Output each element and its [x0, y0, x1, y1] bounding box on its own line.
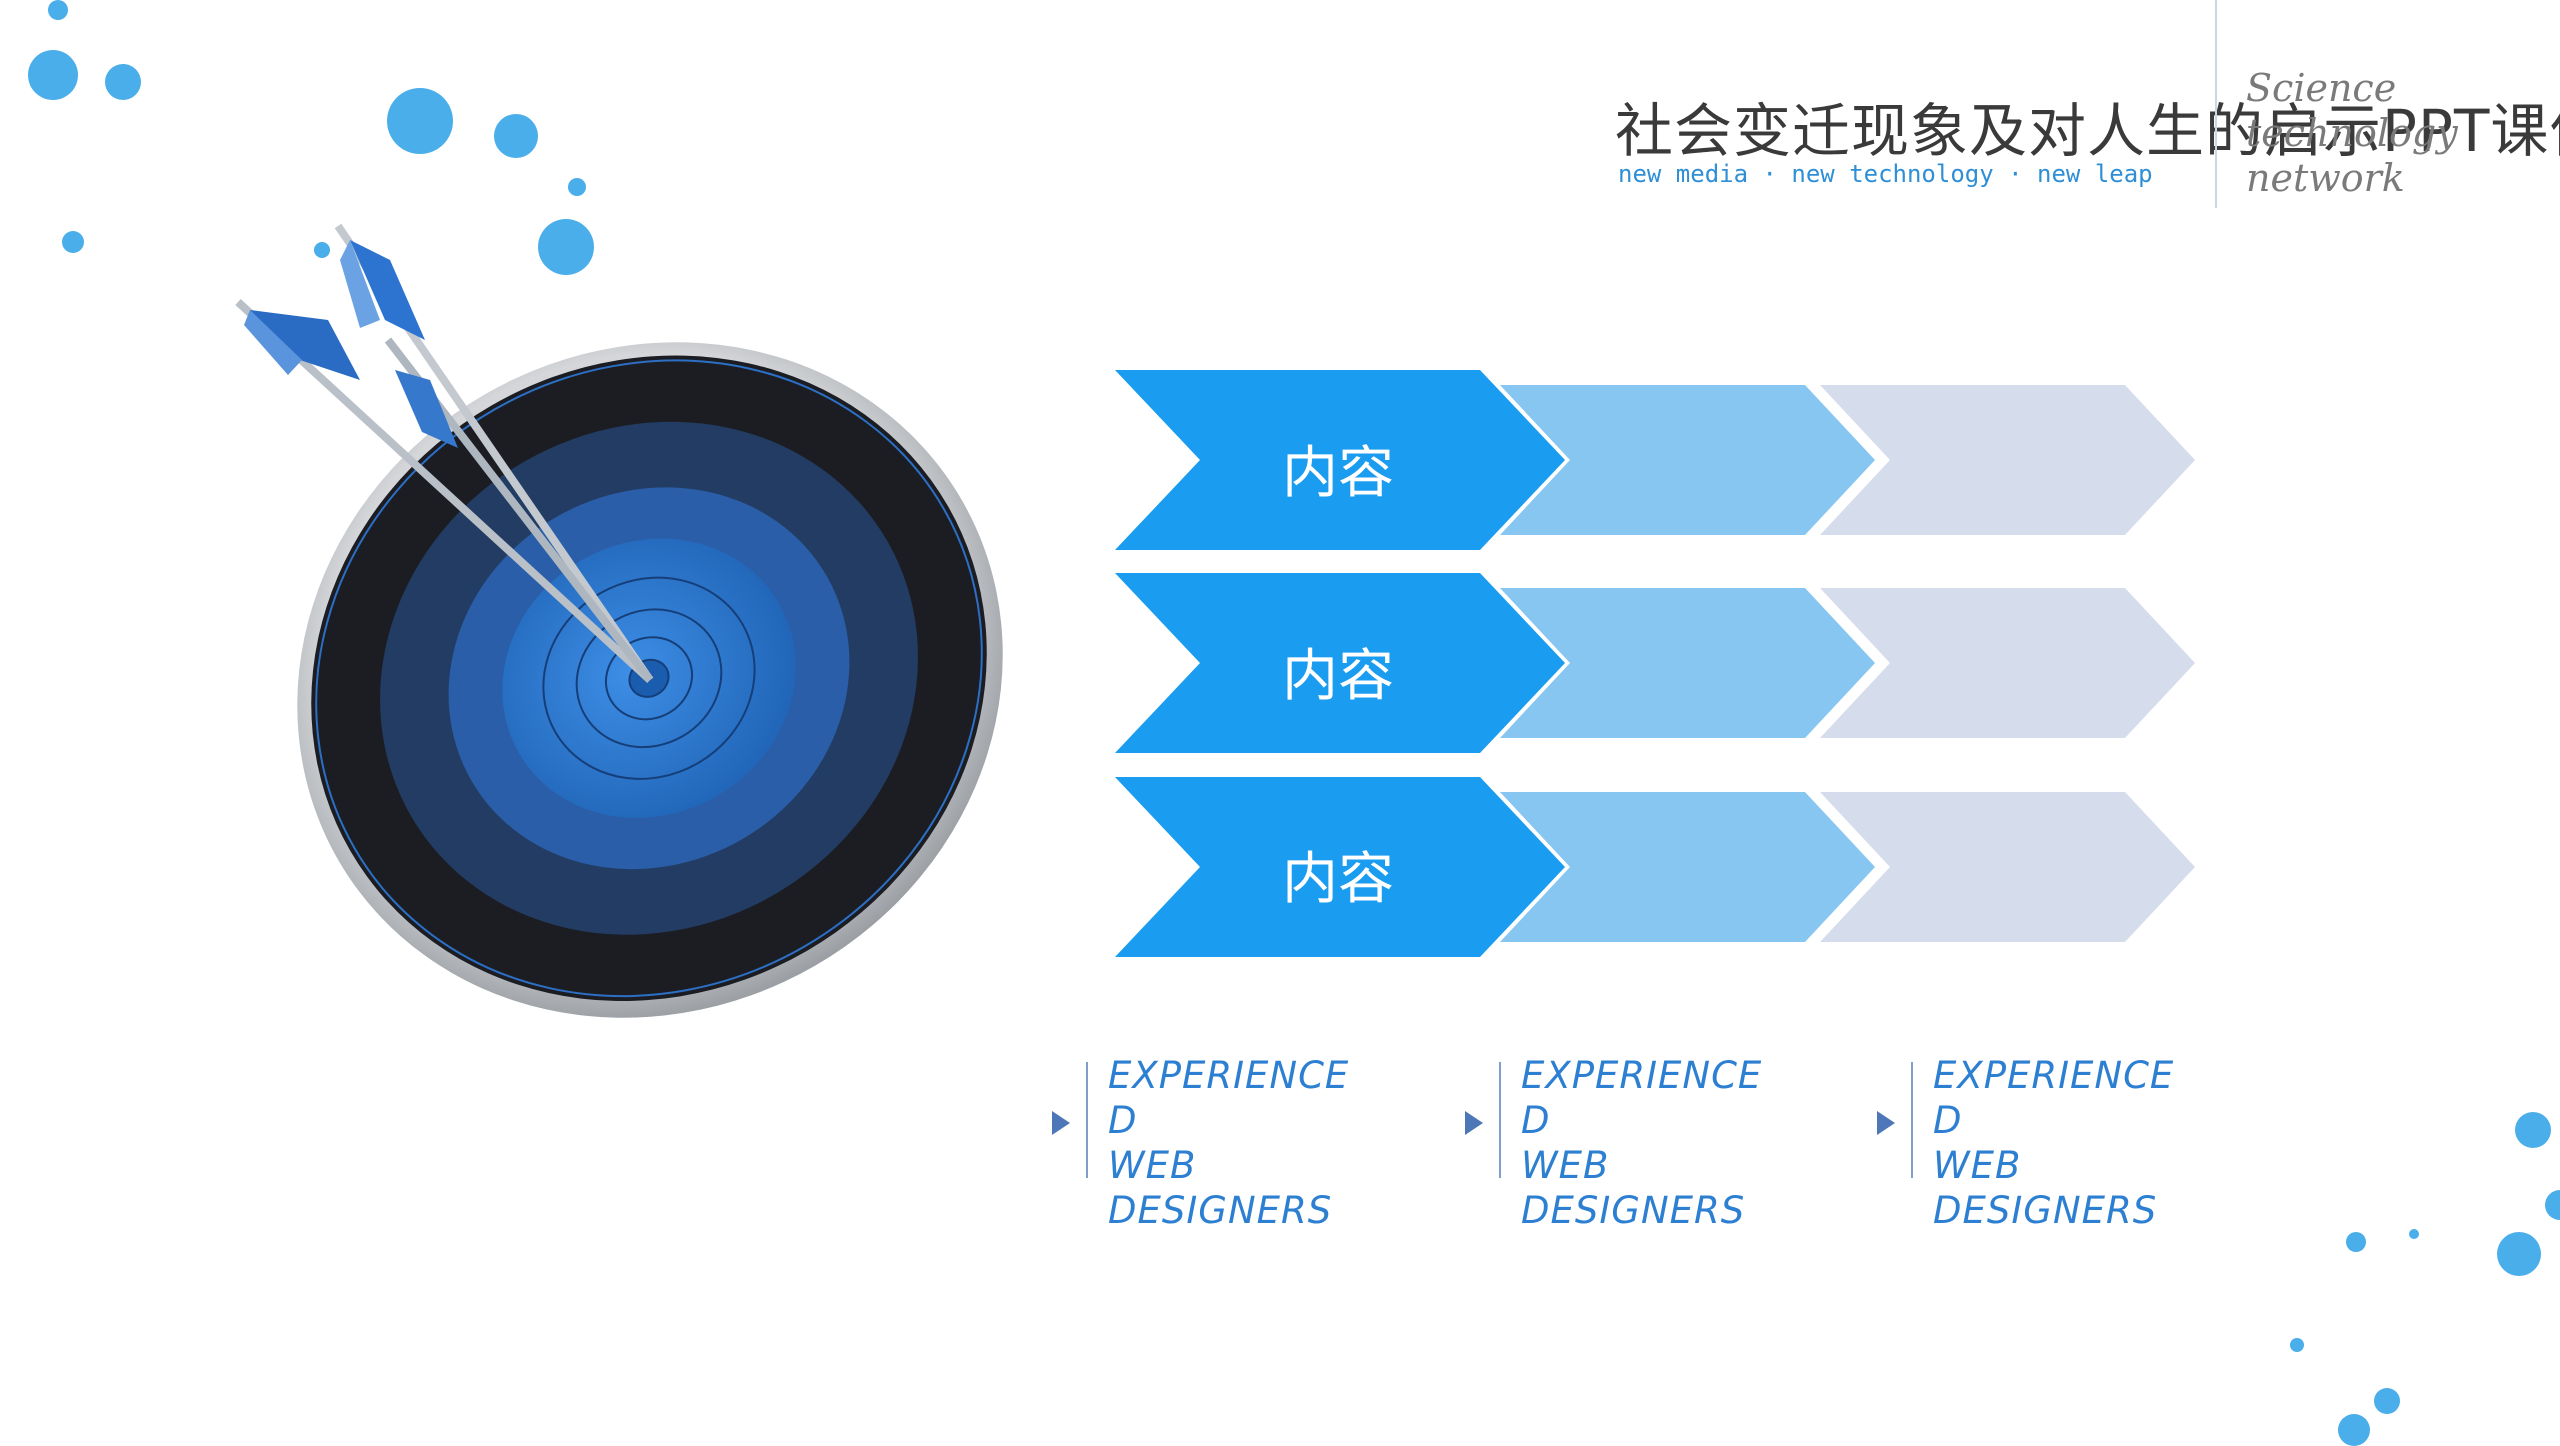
decorative-dot	[48, 0, 68, 20]
chevron-primary	[1115, 777, 1565, 957]
brand-line: Science	[2246, 66, 2397, 110]
item-text: EXPERIENCE D WEB DESIGNERS	[1933, 1053, 2233, 1233]
item-line: D	[1521, 1099, 1551, 1142]
arrow-icon	[235, 299, 653, 683]
item-line: WEB	[1933, 1144, 2022, 1187]
decorative-dot	[2346, 1232, 2366, 1252]
item-line: DESIGNERS	[1108, 1189, 1333, 1232]
chevron-primary	[1115, 370, 1565, 550]
item-text: EXPERIENCE D WEB DESIGNERS	[1108, 1053, 1408, 1233]
brand-logo: Science technology network	[2246, 66, 2458, 201]
triangle-bullet-icon	[1465, 1111, 1483, 1135]
decorative-dot	[62, 231, 84, 253]
chevron-mid	[1500, 792, 1875, 942]
item-line: DESIGNERS	[1933, 1189, 2158, 1232]
item-line: DESIGNERS	[1521, 1189, 1746, 1232]
decorative-dot	[2338, 1414, 2370, 1446]
decorative-dot	[2290, 1338, 2304, 1352]
chevron-light	[1820, 385, 2195, 535]
decorative-dot	[2497, 1232, 2541, 1276]
decorative-dot	[2409, 1229, 2419, 1239]
decorative-dot	[494, 114, 538, 158]
triangle-bullet-icon	[1877, 1111, 1895, 1135]
decorative-dot	[314, 242, 330, 258]
item-line: WEB	[1108, 1144, 1197, 1187]
item-text: EXPERIENCE D WEB DESIGNERS	[1521, 1053, 1821, 1233]
decorative-dot	[568, 178, 586, 196]
triangle-bullet-icon	[1052, 1111, 1070, 1135]
item-divider	[1086, 1062, 1088, 1178]
item-divider	[1499, 1062, 1501, 1178]
chevron-mid	[1500, 588, 1875, 738]
item-line: EXPERIENCE	[1521, 1054, 1763, 1097]
decorative-dot	[387, 88, 453, 154]
decorative-dot	[105, 64, 141, 100]
decorative-dot	[28, 50, 78, 100]
chevron-label: 内容	[1282, 847, 1394, 912]
chevron-primary	[1115, 573, 1565, 753]
chevron-flow	[1115, 370, 2195, 957]
brand-line: technology	[2246, 111, 2458, 155]
item-line: WEB	[1521, 1144, 1610, 1187]
decorative-dot	[2374, 1388, 2400, 1414]
page-subtitle: new media · new technology · new leap	[1618, 160, 2153, 188]
item-line: D	[1108, 1099, 1138, 1142]
chevron-light	[1820, 588, 2195, 738]
item-divider	[1911, 1062, 1913, 1178]
chevron-label: 内容	[1282, 441, 1394, 506]
item-line: EXPERIENCE	[1108, 1054, 1350, 1097]
item-line: D	[1933, 1099, 1963, 1142]
arrow-icon	[384, 337, 654, 683]
header-divider	[2215, 0, 2217, 208]
decorative-dot	[2515, 1112, 2551, 1148]
target-icon	[235, 223, 1003, 1018]
arrow-icon	[334, 223, 654, 683]
chevron-light	[1820, 792, 2195, 942]
decorative-dot	[538, 219, 594, 275]
chevron-label: 内容	[1282, 644, 1394, 709]
brand-line: network	[2246, 156, 2405, 200]
page-title: 社会变迁现象及对人生的启示PPT课件	[1615, 97, 2560, 165]
decorative-dot	[2545, 1190, 2560, 1220]
chevron-mid	[1500, 385, 1875, 535]
item-line: EXPERIENCE	[1933, 1054, 2175, 1097]
